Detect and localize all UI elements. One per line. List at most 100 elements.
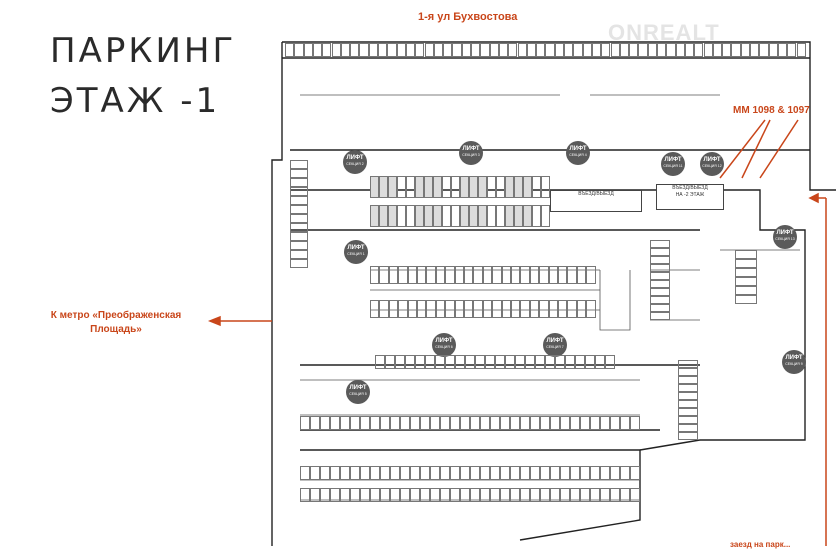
- parking-stall: [500, 466, 510, 480]
- parking-stall: [490, 466, 500, 480]
- parking-stall: [330, 488, 340, 502]
- parking-stall: [430, 488, 440, 502]
- parking-stall: [285, 43, 295, 57]
- parking-stall: [540, 488, 550, 502]
- parking-stall: [379, 205, 388, 227]
- parking-stall: [501, 266, 511, 284]
- parking-stall: [492, 300, 502, 318]
- parking-stall: [731, 43, 741, 57]
- parking-stall: [320, 488, 330, 502]
- parking-stall: [600, 416, 610, 430]
- parking-stall: [417, 266, 427, 284]
- parking-stall: [541, 205, 550, 227]
- parking-stall: [452, 43, 462, 57]
- parking-stall: [420, 488, 430, 502]
- parking-stall: [290, 169, 308, 178]
- parking-stall: [650, 264, 670, 272]
- parking-stall: [480, 416, 490, 430]
- parking-stall: [489, 43, 499, 57]
- parking-stall: [420, 416, 430, 430]
- lift-label: ЛИФТ: [546, 338, 564, 344]
- lift-label: ЛИФТ: [703, 157, 721, 163]
- parking-stall: [425, 355, 435, 369]
- parking-stall: [650, 256, 670, 264]
- parking-stall: [460, 416, 470, 430]
- parking-stall: [511, 300, 521, 318]
- parking-stall: [796, 43, 806, 57]
- parking-stall: [465, 355, 475, 369]
- parking-stall: [750, 43, 760, 57]
- parking-stall: [330, 416, 340, 430]
- parking-stall: [350, 416, 360, 430]
- parking-stall: [601, 43, 611, 57]
- parking-stall: [567, 266, 577, 284]
- parking-stall: [417, 300, 427, 318]
- parking-stall: [787, 43, 797, 57]
- parking-stall: [759, 43, 769, 57]
- page-title-line1: ПАРКИНГ: [50, 31, 237, 71]
- parking-stall: [290, 187, 308, 196]
- parking-stall: [370, 416, 380, 430]
- parking-stall: [678, 376, 698, 384]
- parking-stall: [570, 416, 580, 430]
- parking-stall: [450, 416, 460, 430]
- parking-stall: [370, 466, 380, 480]
- parking-stall: [390, 466, 400, 480]
- parking-stall: [545, 43, 555, 57]
- parking-stall: [360, 416, 370, 430]
- parking-stall: [375, 355, 385, 369]
- parking-stall: [460, 466, 470, 480]
- metro-label: К метро «Преображенская Площадь»: [28, 309, 204, 337]
- parking-stall: [580, 488, 590, 502]
- parking-stall: [445, 300, 455, 318]
- parking-stall: [426, 300, 436, 318]
- parking-stall: [570, 488, 580, 502]
- parking-stall: [650, 288, 670, 296]
- parking-stall: [290, 178, 308, 187]
- parking-stall: [511, 266, 521, 284]
- parking-stall: [735, 259, 757, 268]
- parking-stall: [310, 488, 320, 502]
- metro-label-line1: К метро «Преображенская: [50, 310, 182, 321]
- parking-stall: [525, 355, 535, 369]
- parking-stall: [678, 368, 698, 376]
- parking-stall: [630, 416, 640, 430]
- parking-stall: [500, 416, 510, 430]
- parking-stall: [450, 488, 460, 502]
- parking-stall: [340, 466, 350, 480]
- parking-stall: [545, 355, 555, 369]
- parking-stall: [560, 466, 570, 480]
- parking-stall: [469, 205, 478, 227]
- parking-stall: [400, 466, 410, 480]
- parking-stall: [495, 355, 505, 369]
- parking-stall: [442, 176, 451, 198]
- parking-stall: [415, 205, 424, 227]
- parking-stall: [505, 205, 514, 227]
- parking-stall: [630, 488, 640, 502]
- parking-stall: [777, 43, 788, 57]
- parking-stall: [694, 43, 704, 57]
- parking-stall: [570, 466, 580, 480]
- parking-stall: [396, 43, 406, 57]
- parking-stall: [678, 432, 698, 440]
- parking-stall: [433, 205, 442, 227]
- parking-stall: [461, 43, 471, 57]
- parking-stall: [498, 43, 509, 57]
- parking-stall: [350, 466, 360, 480]
- parking-stall: [454, 266, 464, 284]
- parking-stall: [380, 416, 390, 430]
- parking-stall: [647, 43, 657, 57]
- parking-stall: [290, 214, 308, 223]
- parking-stall: [501, 300, 511, 318]
- parking-stall: [397, 205, 406, 227]
- parking-stall: [515, 355, 525, 369]
- parking-stall: [554, 43, 564, 57]
- parking-stall: [620, 466, 630, 480]
- parking-stall: [482, 300, 493, 318]
- parking-stall: [510, 416, 520, 430]
- ramp-2: ВЪЕЗД/ВЫЕЗД НА -2 ЭТАЖ: [656, 184, 724, 210]
